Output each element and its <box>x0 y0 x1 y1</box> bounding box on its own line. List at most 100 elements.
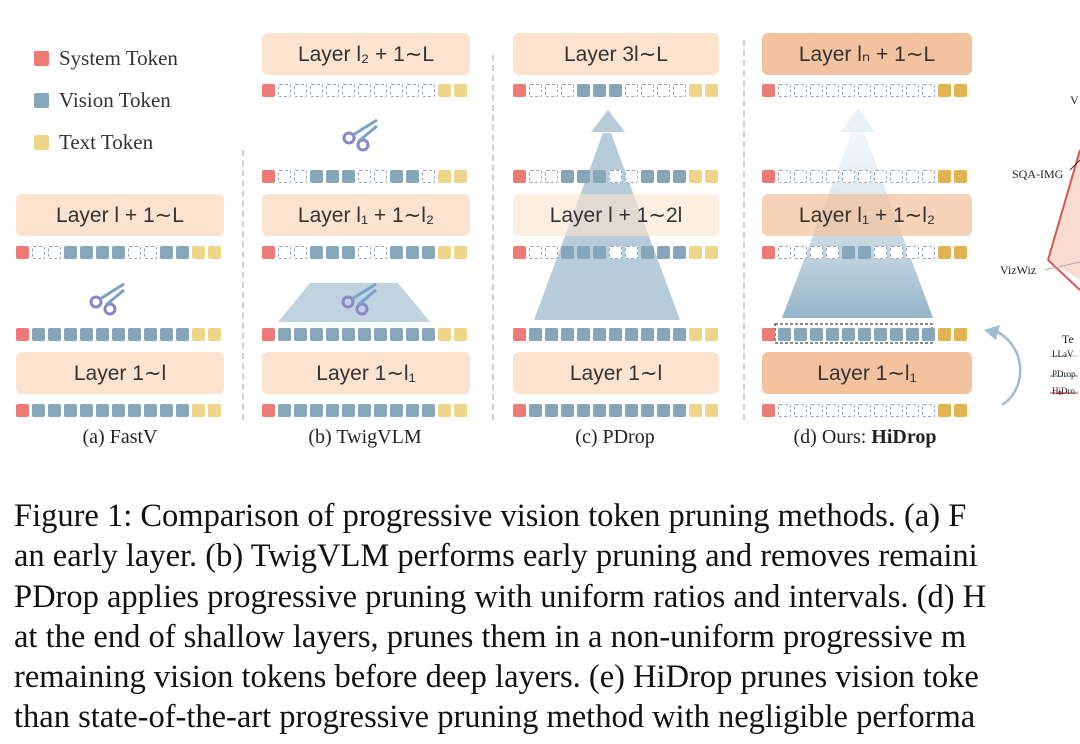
pruned-token <box>529 170 542 183</box>
vision-token <box>342 246 355 259</box>
vision-token <box>593 328 606 341</box>
text-token <box>438 246 451 259</box>
text-token <box>954 246 967 259</box>
vision-token <box>112 404 125 417</box>
vision-token <box>422 328 435 341</box>
system-token <box>16 328 29 341</box>
layer-box-d-mid: Layer l₁ + 1∼l₂ <box>762 194 972 236</box>
system-token <box>262 170 275 183</box>
pruned-token <box>609 170 622 183</box>
vision-token <box>32 328 45 341</box>
pruned-token <box>890 404 903 417</box>
vision-token <box>326 328 339 341</box>
caption-d-bold: HiDrop <box>871 426 937 448</box>
pruned-token <box>625 84 638 97</box>
pruned-token <box>794 246 807 259</box>
caption-line: Figure 1: Comparison of progressive visi… <box>14 498 967 534</box>
vision-token <box>342 170 355 183</box>
vision-token <box>80 404 93 417</box>
vision-token <box>593 246 606 259</box>
vision-token <box>657 404 670 417</box>
radar-label: Te <box>1062 332 1074 346</box>
vision-token <box>310 404 323 417</box>
text-token <box>689 170 702 183</box>
token-row <box>513 404 721 418</box>
text-token <box>705 170 718 183</box>
token-row <box>762 170 970 184</box>
pruned-token <box>358 246 371 259</box>
text-token <box>208 328 221 341</box>
vision-token <box>561 170 574 183</box>
text-token <box>192 404 205 417</box>
token-row <box>513 170 721 184</box>
pruned-token <box>778 404 791 417</box>
legend-item-system: System Token <box>34 45 178 71</box>
system-token <box>262 246 275 259</box>
pruned-token <box>874 404 887 417</box>
pruned-token <box>922 84 935 97</box>
pruned-token <box>906 404 919 417</box>
vision-token <box>673 328 686 341</box>
pruned-token <box>641 84 654 97</box>
pruned-token <box>390 84 403 97</box>
token-row <box>16 246 224 260</box>
caption-c: (c) PDrop <box>575 426 655 448</box>
vision-token <box>160 328 173 341</box>
vision-token <box>673 404 686 417</box>
system-token <box>762 404 775 417</box>
text-token <box>454 170 467 183</box>
pruned-token <box>294 84 307 97</box>
system-token <box>513 84 526 97</box>
pruned-token <box>922 246 935 259</box>
pruned-token <box>842 170 855 183</box>
pruned-token <box>906 170 919 183</box>
vision-token <box>609 328 622 341</box>
legend-label: Text Token <box>59 129 154 154</box>
pruned-token <box>842 84 855 97</box>
layer-box-d-bottom: Layer 1∼l₁ <box>762 352 972 394</box>
token-row <box>762 246 970 260</box>
pruned-token <box>858 84 871 97</box>
token-row <box>762 404 970 418</box>
text-token <box>689 246 702 259</box>
pruned-token <box>128 246 141 259</box>
text-token <box>689 84 702 97</box>
scissors-icon <box>89 282 125 316</box>
pruned-token <box>826 170 839 183</box>
pruned-token <box>778 84 791 97</box>
legend-item-text: Text Token <box>34 129 153 155</box>
layer-box-c-top: Layer 3l∼L <box>513 33 719 75</box>
text-token <box>438 404 451 417</box>
vision-token <box>625 404 638 417</box>
radar-legend-item: HiDro <box>1052 386 1075 396</box>
text-token <box>954 404 967 417</box>
vision-token <box>310 246 323 259</box>
pruned-token <box>561 84 574 97</box>
pruned-token <box>358 84 371 97</box>
vision-token <box>673 246 686 259</box>
pruned-token <box>810 170 823 183</box>
pruned-token <box>874 170 887 183</box>
vision-token <box>778 328 791 341</box>
pruned-token <box>32 246 45 259</box>
radar-label: VizWiz <box>1000 263 1037 277</box>
vision-token <box>374 328 387 341</box>
vision-token <box>358 404 371 417</box>
system-token-swatch <box>34 50 49 66</box>
pruned-token <box>826 246 839 259</box>
vision-token <box>128 404 141 417</box>
vision-token <box>294 328 307 341</box>
pruned-token <box>826 404 839 417</box>
text-token <box>192 246 205 259</box>
text-token <box>208 404 221 417</box>
radar-chart-partial <box>1044 149 1080 395</box>
text-token <box>938 246 951 259</box>
vision-token <box>176 246 189 259</box>
token-row <box>262 84 470 98</box>
text-token <box>938 170 951 183</box>
pruned-token <box>609 246 622 259</box>
layer-box-c-mid: Layer l + 1∼2l <box>513 194 719 236</box>
token-row <box>762 328 970 342</box>
text-token <box>454 84 467 97</box>
vision-token <box>561 328 574 341</box>
